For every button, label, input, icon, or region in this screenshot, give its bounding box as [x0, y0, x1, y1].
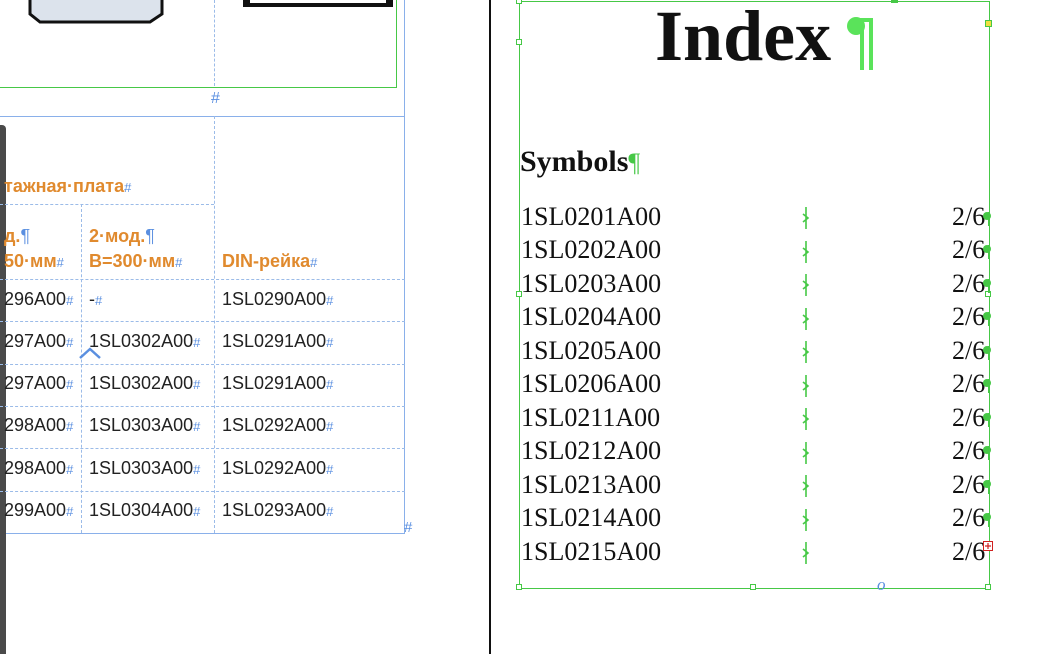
overset-text-icon[interactable] [983, 541, 993, 551]
tab-arrow-icon [802, 274, 810, 296]
pilcrow-icon [983, 312, 991, 326]
tab-arrow-icon [802, 308, 810, 330]
frame-end-marker: o [877, 575, 886, 594]
frame-handle[interactable] [516, 584, 522, 590]
collapse-caret-icon[interactable] [78, 346, 102, 360]
top-illustration[interactable] [0, 0, 420, 30]
pilcrow-icon [983, 212, 991, 226]
tab-arrow-icon [802, 475, 810, 497]
table-frame[interactable] [0, 0, 405, 533]
table-end-marker: # [404, 519, 413, 536]
pilcrow-icon [847, 17, 873, 70]
tab-arrow-icon [802, 408, 810, 430]
pilcrow-icon [983, 413, 991, 427]
pilcrow-icon [983, 379, 991, 393]
pilcrow-icon [983, 480, 991, 494]
col2-header[interactable]: д.¶ 50·мм# [4, 226, 64, 271]
tab-arrow-icon [802, 442, 810, 464]
panel-edge [0, 125, 6, 654]
col4-header[interactable]: DIN-рейка# [222, 251, 318, 271]
tab-arrow-icon [802, 241, 810, 263]
frame-handle[interactable] [516, 0, 522, 4]
pilcrow-icon [983, 346, 991, 360]
frame-handle[interactable] [516, 291, 522, 297]
page-title[interactable]: Index [655, 0, 832, 76]
image-frame[interactable] [0, 0, 397, 88]
tab-arrow-icon [802, 509, 810, 531]
pilcrow-icon [983, 245, 991, 259]
pilcrow-icon [983, 446, 991, 460]
pilcrow-icon [983, 513, 991, 527]
corner-effects-handle[interactable] [985, 20, 992, 27]
col3-header[interactable]: 2·мод.¶ B=300·мм# [89, 226, 183, 271]
frame-handle[interactable] [750, 584, 756, 590]
frame-handle[interactable] [985, 584, 991, 590]
cell-marker: # [211, 90, 220, 107]
frame-handle[interactable] [891, 0, 898, 3]
page-spine [489, 0, 491, 654]
tab-arrow-icon [802, 375, 810, 397]
left-page: # тажная·плата# д.¶ 50·мм# 2·мод.¶ B=300… [0, 0, 489, 654]
frame-handle[interactable] [516, 39, 522, 45]
table-header-partial[interactable]: тажная·плата# [4, 176, 132, 196]
section-heading[interactable]: Symbols¶ [520, 145, 641, 178]
tab-arrow-icon [802, 207, 810, 229]
tab-arrow-icon [802, 341, 810, 363]
pilcrow-icon [983, 279, 991, 293]
tab-arrow-icon [802, 542, 810, 564]
